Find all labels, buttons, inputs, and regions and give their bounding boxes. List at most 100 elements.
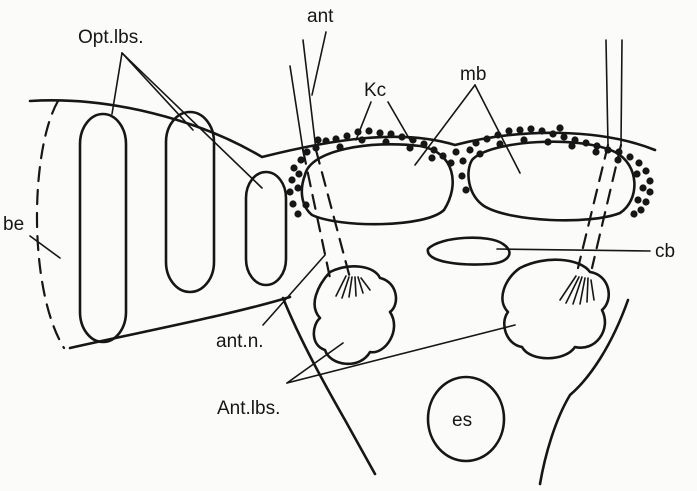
kenyon-cell-dot xyxy=(633,170,640,177)
fibre-right-6 xyxy=(591,280,594,300)
leader-cb xyxy=(497,249,650,251)
kenyon-cell-dot xyxy=(295,170,302,177)
kenyon-cell-dot xyxy=(288,176,295,183)
kenyon-cell-dot xyxy=(406,144,413,151)
kenyon-cell-dot xyxy=(459,157,466,164)
kenyon-cell-dot xyxy=(630,210,637,217)
antennal-nerves xyxy=(290,40,622,278)
kenyon-cell-dot xyxy=(635,159,642,166)
kenyon-cell-dot xyxy=(505,127,512,134)
leader-ant xyxy=(312,32,326,95)
kenyon-cell-dot xyxy=(593,142,600,149)
kenyon-cell-dot xyxy=(592,148,599,155)
kenyon-cell-dot xyxy=(332,135,339,142)
kenyon-cell-dot xyxy=(322,137,329,144)
label-cb: cb xyxy=(655,241,675,262)
fibre-left-4 xyxy=(355,277,356,296)
kenyon-cell-dot xyxy=(520,136,527,143)
kenyon-cell-dot xyxy=(420,140,427,147)
label-be: be xyxy=(3,214,24,235)
kenyon-cell-dot xyxy=(483,135,490,142)
kenyon-cell-dot xyxy=(604,146,611,153)
oesophagus-left-wall xyxy=(283,298,375,474)
kenyon-cell-dot xyxy=(472,139,479,146)
left-antenna-solid-2 xyxy=(303,40,316,150)
mushroom-body-right xyxy=(468,142,634,221)
kenyon-cell-dot xyxy=(439,152,446,159)
kenyon-cell-dot xyxy=(556,124,563,131)
kenyon-cell-dot xyxy=(428,154,435,161)
kenyon-cell-dot xyxy=(527,125,534,132)
kenyon-cell-dot xyxy=(646,188,653,195)
kenyon-cell-dot xyxy=(382,138,389,145)
kenyon-cell-dot xyxy=(447,159,454,166)
kenyon-cell-dot xyxy=(516,126,523,133)
kenyon-cell-dot xyxy=(365,127,372,134)
label-kc: Kc xyxy=(364,80,386,101)
kenyon-cell-dot xyxy=(560,133,567,140)
antennal-lobe-right xyxy=(502,260,608,359)
kenyon-cell-dot xyxy=(462,186,469,193)
kenyon-cell-dot xyxy=(294,184,301,191)
label-opt-lbs: Opt.lbs. xyxy=(78,27,143,48)
kenyon-cell-dot xyxy=(286,188,293,195)
kenyon-cell-dot xyxy=(458,172,465,179)
kenyon-cell-dot xyxy=(387,130,394,137)
fibre-left-6 xyxy=(361,278,370,290)
kenyon-cell-dot xyxy=(614,156,621,163)
kenyon-cell-dot xyxy=(294,210,301,217)
kenyon-cell-dot xyxy=(297,156,304,163)
label-es: es xyxy=(452,410,472,431)
left-antenna-solid-1 xyxy=(290,66,303,150)
kenyon-cell-dot xyxy=(466,146,473,153)
kenyon-cell-dot xyxy=(476,150,483,157)
fibre-left-3 xyxy=(349,277,352,297)
kenyon-cell-dot xyxy=(582,139,589,146)
kenyon-cell-dot xyxy=(538,127,545,134)
antennal-lobe-fibres xyxy=(336,276,594,304)
kenyon-cell-dot xyxy=(496,140,503,147)
kenyon-cell-dot xyxy=(302,201,309,208)
kenyon-cell-dot xyxy=(336,143,343,150)
label-ant-lbs: Ant.lbs. xyxy=(217,398,280,419)
kenyon-cells xyxy=(286,124,653,217)
leader-lines xyxy=(30,32,650,383)
optic-lobe-1 xyxy=(80,114,126,342)
fibre-right-5 xyxy=(587,278,588,302)
oesophagus-right-wall xyxy=(540,300,628,484)
leader-mb-2 xyxy=(475,85,520,173)
leader-ant-lbs-1 xyxy=(287,343,343,383)
kenyon-cell-dot xyxy=(634,196,641,203)
kenyon-cell-dot xyxy=(303,148,310,155)
kenyon-cell-dot xyxy=(544,138,551,145)
kenyon-cell-dot xyxy=(646,177,653,184)
kenyon-cell-dot xyxy=(398,133,405,140)
kenyon-cell-dot xyxy=(642,198,649,205)
leader-ant-lbs-2 xyxy=(287,325,515,383)
kenyon-cell-dot xyxy=(642,167,649,174)
central-body xyxy=(428,238,510,265)
optic-lobe-3 xyxy=(246,172,286,285)
kenyon-cell-dot xyxy=(637,206,644,213)
label-ant: ant xyxy=(307,6,334,27)
right-antenna-solid-1 xyxy=(606,40,608,145)
eye-dashed-boundary xyxy=(37,101,64,348)
kenyon-cell-dot xyxy=(343,132,350,139)
optic-lobe-2 xyxy=(166,112,214,292)
kenyon-cell-dot xyxy=(289,200,296,207)
kenyon-cell-dot xyxy=(358,136,365,143)
leader-mb-1 xyxy=(415,85,475,165)
leader-be xyxy=(30,236,60,258)
right-antenna-solid-2 xyxy=(621,40,622,145)
label-ant-n: ant.n. xyxy=(216,331,264,352)
kenyon-cell-dot xyxy=(430,146,437,153)
kenyon-cell-dot xyxy=(290,164,297,171)
kenyon-cell-dot xyxy=(452,148,459,155)
kenyon-cell-dot xyxy=(615,148,622,155)
kenyon-cell-dot xyxy=(626,153,633,160)
kenyon-cell-dot xyxy=(376,129,383,136)
kenyon-cell-dot xyxy=(312,144,319,151)
kenyon-cell-dot xyxy=(314,136,321,143)
